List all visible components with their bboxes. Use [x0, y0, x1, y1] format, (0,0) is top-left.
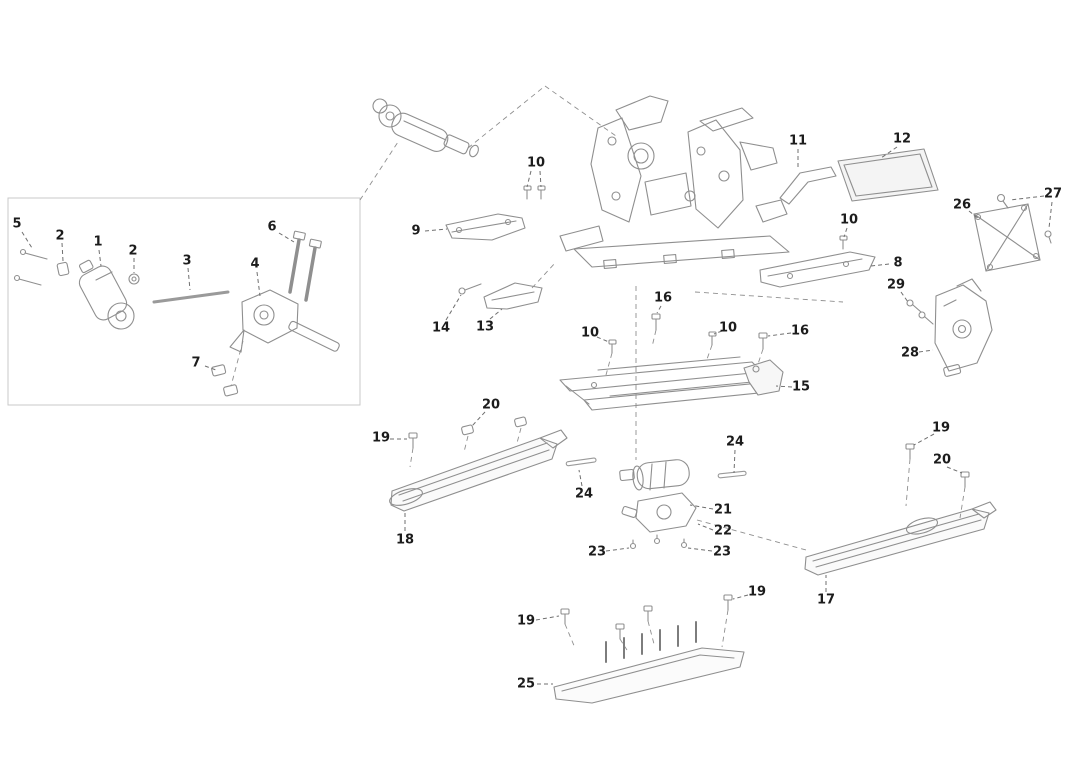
part-13-bracket [483, 282, 543, 310]
part-19-bolt-right [905, 443, 915, 460]
part-27-screws [996, 193, 1052, 244]
part-17-track [804, 501, 997, 576]
callout-24: 24 [574, 486, 594, 502]
part-9-bracket [445, 213, 526, 241]
callout-17: 17 [816, 592, 836, 608]
screw-10-a [523, 185, 532, 200]
callout-19: 19 [371, 430, 391, 446]
callout-10: 10 [839, 212, 859, 228]
callout-10: 10 [526, 155, 546, 171]
part-upper-motor [372, 98, 479, 158]
part-15-frame [559, 356, 784, 411]
part-19-bolt-left [408, 432, 418, 449]
part-4-gear-drive [229, 289, 340, 353]
screw-10-c [839, 235, 848, 250]
part-25-studs [605, 621, 697, 663]
part-5-bolts [13, 248, 48, 286]
callout-6: 6 [267, 219, 277, 235]
part-18-track [389, 429, 568, 512]
callout-8: 8 [893, 255, 903, 271]
part-7-nuts [211, 364, 239, 397]
callout-21: 21 [713, 502, 733, 518]
callout-5: 5 [12, 216, 22, 232]
part-10-screws [523, 185, 848, 354]
part-16-bolts [651, 313, 768, 350]
callout-25: 25 [516, 676, 536, 692]
callout-12: 12 [892, 131, 912, 147]
callout-3: 3 [182, 253, 192, 269]
bolt-16-a [651, 313, 661, 331]
callout-23: 23 [712, 544, 732, 560]
part-12-panel [837, 148, 939, 202]
callout-10: 10 [580, 325, 600, 341]
part-3-rod [152, 290, 230, 304]
callout-16: 16 [790, 323, 810, 339]
part-1-motor [78, 259, 135, 330]
part-14-bolt [458, 283, 482, 295]
callout-28: 28 [900, 345, 920, 361]
callout-27: 27 [1043, 186, 1063, 202]
part-2-nut [128, 273, 140, 285]
part-main-frame-assembly [559, 95, 790, 270]
part-24-rods [565, 457, 747, 479]
part-11-bracket [779, 166, 837, 205]
part-21-motor [619, 459, 690, 491]
group-box-1-7 [7, 197, 361, 406]
callout-29: 29 [886, 277, 906, 293]
part-19-bolts-bottom [560, 594, 733, 640]
part-28-bracket [934, 278, 993, 377]
callout-20: 20 [932, 452, 952, 468]
part-26-module [973, 203, 1041, 272]
callout-23: 23 [587, 544, 607, 560]
screw-10-e [708, 331, 717, 346]
callout-4: 4 [250, 256, 260, 272]
callout-14: 14 [431, 320, 451, 336]
part-20-bolt-right [960, 471, 970, 488]
callout-26: 26 [952, 197, 972, 213]
callout-10: 10 [718, 320, 738, 336]
callout-13: 13 [475, 319, 495, 335]
part-25-panel [553, 621, 745, 704]
callout-1: 1 [93, 234, 103, 250]
screw-10-d [608, 339, 617, 354]
callout-16: 16 [653, 290, 673, 306]
callout-9: 9 [411, 223, 421, 239]
part-29-bolts [906, 299, 934, 325]
callout-19: 19 [747, 584, 767, 600]
callout-7: 7 [191, 355, 201, 371]
callout-19: 19 [931, 420, 951, 436]
part-2-spacer [56, 261, 70, 277]
screw-10-b [537, 185, 546, 200]
callout-24: 24 [725, 434, 745, 450]
part-8-bracket [759, 251, 876, 288]
part-23-fasteners [629, 534, 688, 550]
callout-15: 15 [791, 379, 811, 395]
callout-2: 2 [55, 228, 65, 244]
part-6-bolts [288, 230, 322, 302]
part-22-gearbox [621, 492, 697, 533]
callout-2: 2 [128, 243, 138, 259]
callout-20: 20 [481, 397, 501, 413]
callout-22: 22 [713, 523, 733, 539]
bolt-16-b [758, 332, 768, 350]
callout-18: 18 [395, 532, 415, 548]
callout-11: 11 [788, 133, 808, 149]
callout-19: 19 [516, 613, 536, 629]
part-20-nuts-left [461, 416, 527, 436]
